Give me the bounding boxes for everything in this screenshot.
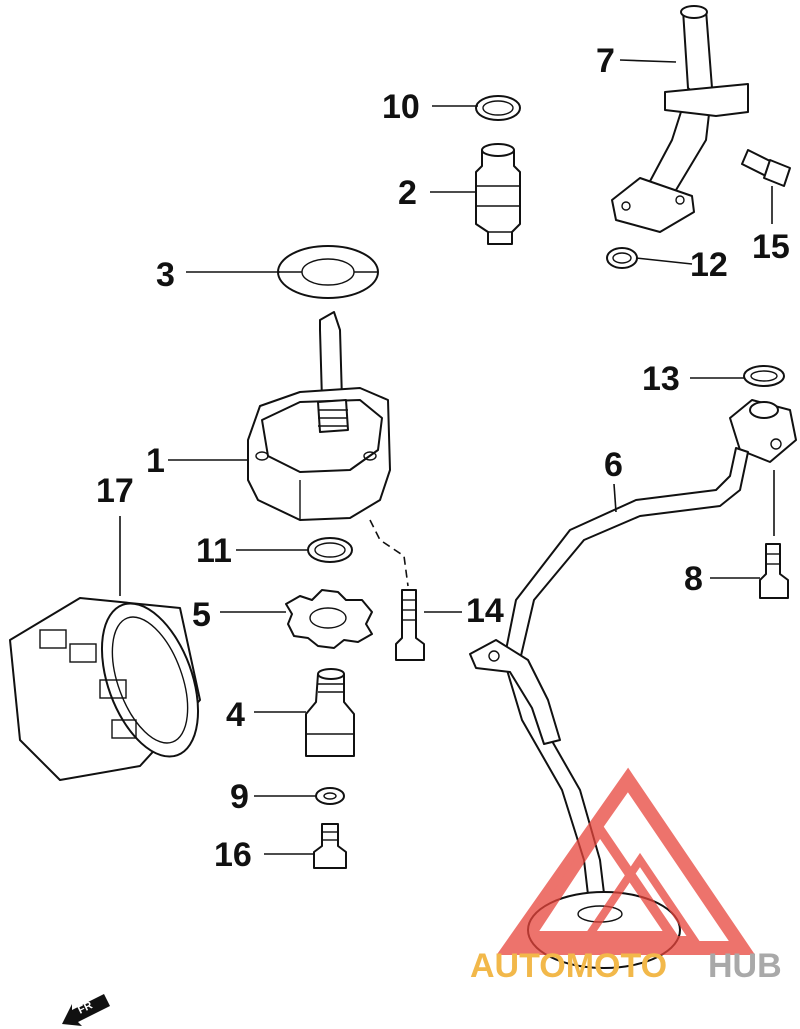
callout-3: 3: [156, 256, 175, 294]
callout-8: 8: [684, 560, 703, 598]
bolt-16: [313, 823, 347, 869]
callout-16: 16: [214, 836, 252, 874]
washer-9: [315, 787, 345, 805]
callout-11: 11: [196, 532, 232, 570]
callout-5: 5: [192, 596, 211, 634]
gasket-3: [277, 245, 379, 299]
callout-10: 10: [382, 88, 420, 126]
leader-lines: [119, 59, 773, 855]
watermark-logo: [496, 767, 756, 955]
callout-12: 12: [690, 246, 728, 284]
o-ring-13: [743, 365, 785, 387]
callout-17: 17: [96, 472, 134, 510]
callout-15: 15: [752, 228, 790, 266]
o-ring-12: [606, 247, 638, 269]
callout-4: 4: [226, 696, 245, 734]
o-ring-10: [475, 95, 521, 121]
bolt-14: [369, 519, 425, 661]
oil-pump-1: [247, 311, 391, 522]
star-washer-5: [285, 589, 373, 649]
svg-text:FR: FR: [76, 999, 94, 1016]
callout-6: 6: [604, 446, 623, 484]
bolt-15: [741, 149, 791, 187]
callout-13: 13: [642, 360, 680, 398]
callout-1: 1: [146, 442, 165, 480]
callout-9: 9: [230, 778, 249, 816]
callout-7: 7: [596, 42, 615, 80]
watermark-text-primary: AUTOMOTO: [470, 947, 667, 985]
front-direction-marker: FR: [62, 994, 110, 1026]
fitting-2: [475, 143, 521, 245]
callout-14: 14: [466, 592, 504, 630]
relief-valve-4: [305, 668, 355, 757]
bolt-8: [759, 470, 789, 599]
oil-filter-17: [9, 597, 201, 781]
callout-2: 2: [398, 174, 417, 212]
watermark-text-secondary: HUB: [708, 947, 782, 985]
dipstick-tube: [611, 5, 749, 233]
